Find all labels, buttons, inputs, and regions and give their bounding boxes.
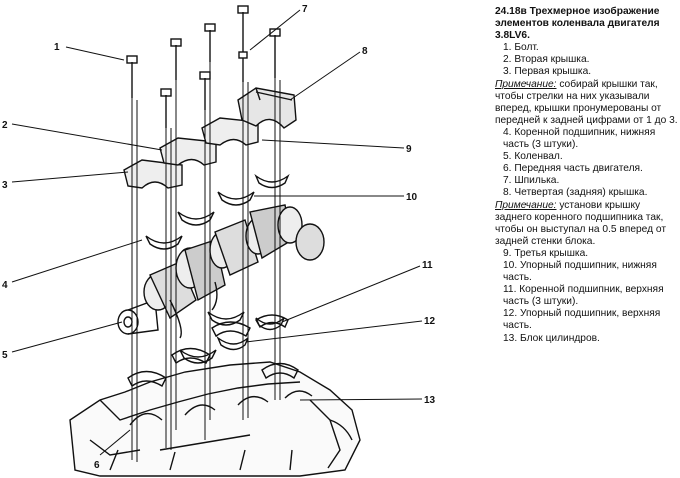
callout-3: 3 (2, 180, 8, 191)
callout-9: 9 (406, 144, 412, 155)
main-bearing-caps (123, 87, 297, 189)
callout-8: 8 (362, 46, 368, 57)
caption-item: 1. Болт. (503, 42, 539, 54)
callout-5: 5 (2, 350, 8, 361)
caption-title: 24.18в Трехмерное изображение элементов … (495, 6, 660, 42)
caption-item: 3. Первая крышка. (503, 66, 592, 78)
caption-item: 2. Вторая крышка. (503, 54, 590, 66)
callout-12: 12 (424, 316, 436, 327)
callout-4: 4 (2, 280, 8, 291)
caption-item: 9. Третья крышка. (503, 247, 589, 259)
caption-item: 7. Шпилька. (503, 175, 560, 187)
cylinder-block (69, 361, 361, 477)
note-text: установи крышку заднего коренного подшип… (495, 199, 666, 247)
caption-item: 13. Блок цилиндров. (503, 332, 600, 344)
caption-item: 5. Коленвал. (503, 151, 563, 163)
alignment-lines (131, 62, 281, 462)
caption-note: Примечание: установи крышку заднего коре… (495, 200, 679, 248)
callout-6: 6 (94, 460, 100, 471)
note-label: Примечание: (495, 199, 557, 211)
caption-item: 8. Четвертая (задняя) крышка. (503, 187, 648, 199)
caption-note: Примечание: собирай крышки так, чтобы ст… (495, 79, 679, 127)
callout-7: 7 (302, 4, 308, 15)
caption-item: 10. Упорный подшипник, нижняя часть. (503, 259, 657, 284)
upper-main-bearings (127, 314, 299, 388)
callout-13: 13 (424, 395, 436, 406)
callout-2: 2 (2, 120, 8, 131)
note-text: собирай крышки так, чтобы стрелки на них… (495, 78, 678, 126)
caption-item: 11. Коренной подшипник, верхняя часть (3… (503, 284, 664, 308)
note-label: Примечание: (495, 78, 557, 90)
figure-caption: 24.18в Трехмерное изображение элементов … (495, 6, 679, 345)
leader-lines (11, 9, 423, 456)
caption-item: 6. Передняя часть двигателя. (503, 163, 643, 175)
callout-1: 1 (54, 42, 60, 53)
callout-11: 11 (422, 260, 433, 271)
caption-item: 12. Упорный подшипник, верхняя часть. (503, 308, 661, 332)
caption-item: 4. Коренной подшипник, нижняя часть (3 ш… (503, 126, 656, 151)
callout-10: 10 (406, 192, 418, 203)
